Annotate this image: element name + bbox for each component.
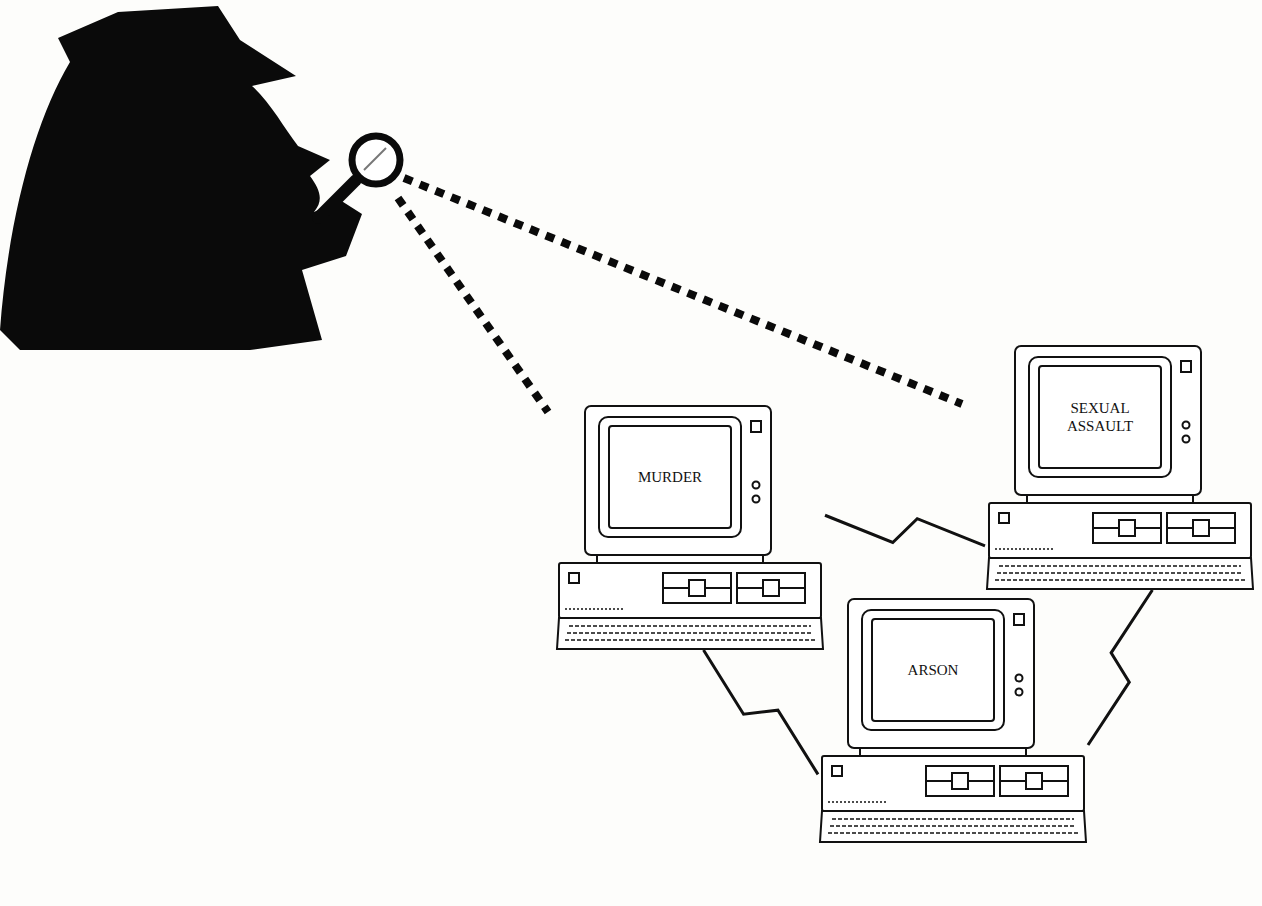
lightning-link [1088, 590, 1152, 745]
lens-glare [364, 148, 386, 170]
sight-line [398, 198, 548, 412]
magnifier-lens [352, 136, 400, 184]
detective-silhouette [0, 6, 362, 350]
lightning-link [825, 515, 985, 546]
magnifier-handle [318, 180, 356, 218]
computer-node: ARSON [818, 598, 1088, 843]
computer-drawing [555, 405, 825, 650]
lightning-link [704, 650, 819, 774]
computer-drawing [818, 598, 1088, 843]
sight-line [404, 178, 962, 404]
computer-node: SEXUAL ASSAULT [985, 345, 1255, 590]
computer-drawing [985, 345, 1255, 590]
screen-label: SEXUAL ASSAULT [1043, 369, 1157, 465]
computer-node: MURDER [555, 405, 825, 650]
screen-label: MURDER [613, 429, 727, 525]
screen-label: ARSON [876, 622, 990, 718]
